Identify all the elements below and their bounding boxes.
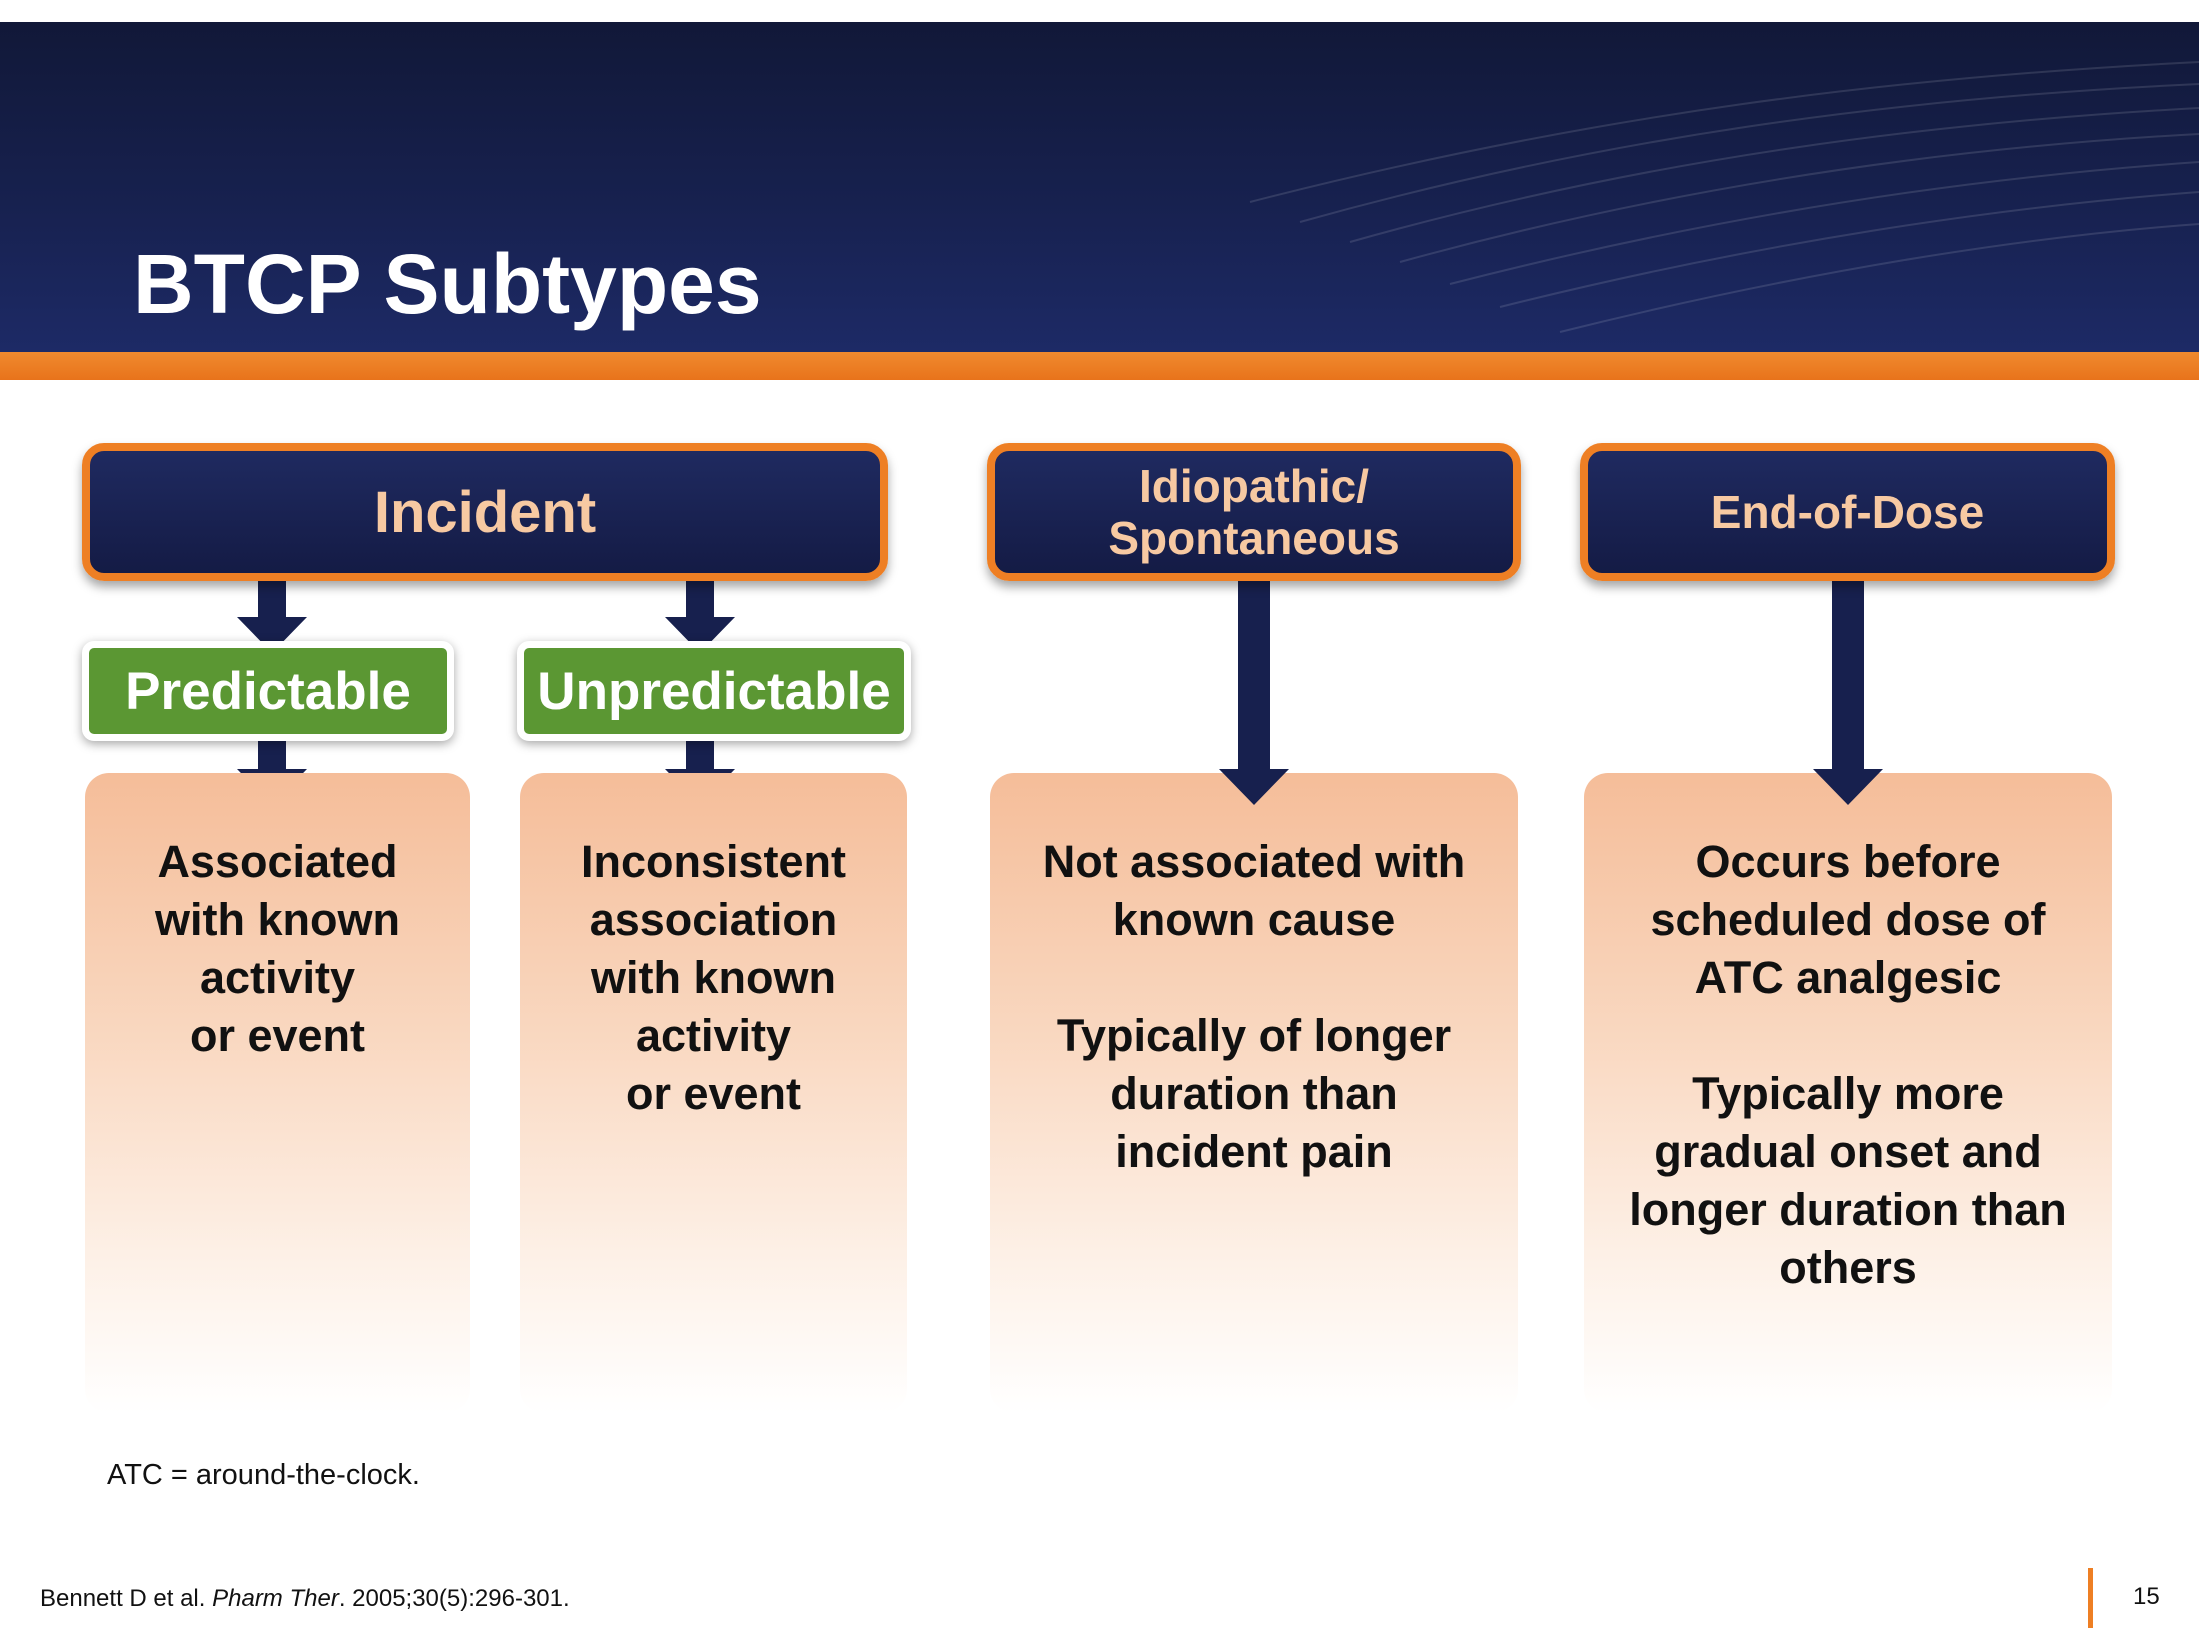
category-label-line1: Idiopathic/ — [1139, 460, 1369, 512]
description-line: activity — [635, 1010, 792, 1061]
category-label: Incident — [373, 479, 597, 545]
subtype-label: Unpredictable — [537, 661, 891, 721]
description-predictable: Associated with known activity or event — [85, 773, 470, 1413]
category-label: Idiopathic/ Spontaneous — [1108, 460, 1399, 564]
arrow-incident-to-predictable — [237, 581, 307, 653]
description-line: gradual onset and — [1654, 1126, 2042, 1177]
header-swoosh-decoration — [1249, 61, 2199, 333]
subtype-unpredictable: Unpredictable — [517, 641, 911, 741]
page-number: 15 — [2133, 1583, 2160, 1610]
category-idiopathic-spontaneous: Idiopathic/ Spontaneous — [987, 443, 1521, 581]
header-accent-band — [0, 352, 2199, 380]
description-line: with known — [155, 894, 400, 945]
arrow-incident-to-unpredictable — [665, 581, 735, 653]
arrow-idiopathic-to-description — [1219, 581, 1289, 805]
description-line: with known — [591, 952, 836, 1003]
citation: Bennett D et al. Pharm Ther. 2005;30(5):… — [40, 1585, 570, 1613]
category-incident: Incident — [82, 443, 888, 581]
description-line: Occurs before — [1695, 836, 2001, 887]
description-line: Not associated with — [1042, 836, 1466, 887]
arrow-end-of-dose-to-description — [1813, 581, 1883, 805]
description-end-of-dose: Occurs before scheduled dose of ATC anal… — [1584, 773, 2112, 1413]
description-idiopathic: Not associated with known cause Typicall… — [990, 773, 1518, 1413]
category-end-of-dose: End-of-Dose — [1580, 443, 2115, 581]
description-unpredictable: Inconsistent association with known acti… — [520, 773, 907, 1413]
page-number-divider — [2088, 1568, 2093, 1628]
header-banner — [0, 22, 2199, 352]
description-line: Typically more — [1692, 1068, 2004, 1119]
description-line: association — [589, 894, 838, 945]
description-line: Typically of longer — [1056, 1010, 1452, 1061]
description-line: or event — [189, 1010, 366, 1061]
slide-title: BTCP Subtypes — [133, 237, 762, 331]
citation-details: . 2005;30(5):296-301. — [338, 1585, 570, 1612]
description-line: incident pain — [1115, 1126, 1393, 1177]
citation-journal: Pharm Ther — [212, 1585, 339, 1612]
description-line: activity — [199, 952, 356, 1003]
description-line: Associated — [157, 836, 398, 887]
description-line: others — [1779, 1242, 1917, 1293]
subtype-label: Predictable — [125, 661, 411, 721]
description-line: or event — [625, 1068, 802, 1119]
description-line: duration than — [1110, 1068, 1398, 1119]
category-label-line2: Spontaneous — [1108, 512, 1400, 564]
description-line: longer duration than — [1629, 1184, 2067, 1235]
description-line: known cause — [1112, 894, 1396, 945]
description-line: Inconsistent — [580, 836, 847, 887]
description-line: scheduled dose of — [1650, 894, 2046, 945]
footnote: ATC = around-the-clock. — [107, 1459, 420, 1491]
subtype-predictable: Predictable — [82, 641, 454, 741]
description-line: ATC analgesic — [1694, 952, 2002, 1003]
category-label: End-of-Dose — [1710, 486, 1985, 538]
citation-authors: Bennett D et al. — [40, 1585, 213, 1612]
